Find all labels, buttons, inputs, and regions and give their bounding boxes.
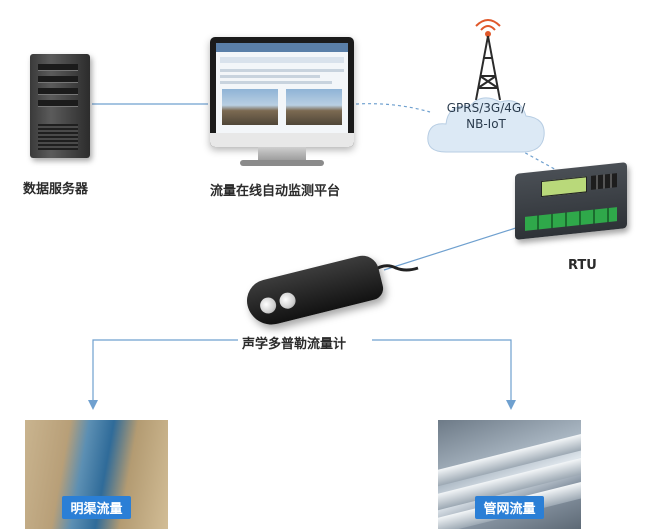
sensor-to-rtu-line [383,225,523,271]
sensor-branch-left [92,339,238,402]
server-label: 数据服务器 [23,182,89,197]
server-tower [30,54,90,158]
drive-bay [38,100,78,107]
platform-label: 流量在线自动监测平台 [210,184,341,199]
sensor-label: 声学多普勒流量计 [242,337,347,352]
pipe-network-photo: 管网流量 [438,420,581,529]
transducer-icon [258,295,278,316]
camera-feed [286,89,342,125]
arrow-down-left [88,400,98,410]
sensor-cable [371,264,419,274]
rtu-display [541,176,587,198]
pipe-tag: 管网流量 [475,496,544,519]
sensor-branch-right [372,339,512,402]
rtu-device [515,162,627,240]
transducer-icon [277,290,298,311]
cloud-icon [427,97,545,153]
arrow-down-right [506,400,516,410]
cloud-line-1: GPRS/3G/4G/ [446,101,526,115]
drive-bay [38,88,78,95]
cloud-line-2: NB-IoT [466,117,506,131]
open-channel-photo: 明渠流量 [25,420,168,529]
platform-monitor [210,37,354,147]
cloud-to-rtu-line [519,149,561,173]
canal-tag: 明渠流量 [62,496,131,519]
network-cloud: GPRS/3G/4G/ NB-IoT [422,90,550,160]
drive-bay [38,64,78,71]
monitor-base [240,160,324,166]
platform-to-cloud-line [355,103,431,113]
drive-bay [38,76,78,83]
camera-feed [222,89,278,125]
rtu-terminals [525,207,617,231]
monitor-stand [258,147,306,161]
platform-screen [216,43,348,133]
rtu-label: RTU [568,258,597,273]
rtu-keypad [591,173,617,190]
server-vent [38,124,78,150]
cell-tower-icon [475,19,501,101]
